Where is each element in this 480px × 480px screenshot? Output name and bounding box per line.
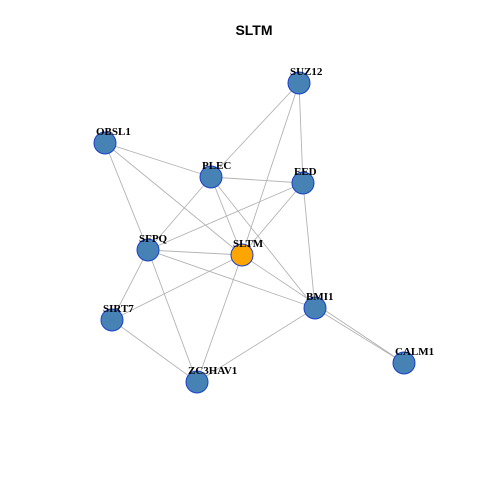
node-circle-calm1[interactable] [392, 351, 416, 375]
edge-eed-sfpq [147, 182, 304, 251]
edge-obsl1-sfpq [104, 142, 149, 251]
node-circle-zc3hav1[interactable] [185, 370, 209, 394]
edge-eed-sltm [241, 182, 304, 256]
node-label-calm1: CALM1 [395, 346, 434, 358]
node-label-eed: EED [294, 166, 317, 178]
node-eed[interactable]: EED [291, 166, 317, 195]
graph-title: SLTM [235, 22, 272, 38]
node-label-obsl1: OBSL1 [96, 126, 131, 138]
edge-plec-eed [210, 176, 304, 184]
edge-suz12-sltm [241, 82, 300, 256]
edge-sltm-sirt7 [111, 254, 243, 321]
node-plec[interactable]: PLEC [199, 160, 231, 189]
node-label-zc3hav1: ZC3HAV1 [188, 365, 237, 377]
node-circle-plec[interactable] [199, 165, 223, 189]
edge-sltm-zc3hav1 [196, 254, 243, 383]
node-circle-bmi1[interactable] [303, 296, 327, 320]
edge-sfpq-zc3hav1 [147, 249, 198, 383]
edge-eed-bmi1 [302, 182, 316, 309]
node-label-bmi1: BMI1 [306, 291, 334, 303]
node-sfpq[interactable]: SFPQ [136, 233, 168, 262]
edge-bmi1-calm1 [314, 307, 405, 364]
edge-sfpq-sltm [147, 249, 243, 256]
node-circle-sfpq[interactable] [136, 238, 160, 262]
node-circle-sirt7[interactable] [100, 308, 124, 332]
node-circle-suz12[interactable] [287, 71, 311, 95]
edge-sirt7-zc3hav1 [111, 319, 198, 383]
edge-bmi1-zc3hav1 [196, 307, 316, 383]
node-label-sltm: SLTM [233, 238, 264, 250]
node-zc3hav1[interactable]: ZC3HAV1 [185, 365, 237, 394]
edge-plec-sfpq [147, 176, 212, 251]
node-suz12[interactable]: SUZ12 [287, 66, 323, 95]
edge-sfpq-sirt7 [111, 249, 149, 321]
edges-layer [104, 82, 405, 383]
edge-sfpq-bmi1 [147, 249, 316, 309]
node-circle-sltm[interactable] [230, 243, 254, 267]
node-label-suz12: SUZ12 [290, 66, 323, 78]
edge-suz12-plec [210, 82, 300, 178]
edge-obsl1-plec [104, 142, 212, 178]
node-circle-obsl1[interactable] [93, 131, 117, 155]
node-label-sfpq: SFPQ [139, 233, 168, 245]
node-label-sirt7: SIRT7 [103, 303, 134, 315]
edge-obsl1-sltm [104, 142, 243, 256]
edge-suz12-eed [298, 82, 304, 184]
node-circle-eed[interactable] [291, 171, 315, 195]
edge-plec-bmi1 [210, 176, 316, 309]
node-sirt7[interactable]: SIRT7 [100, 303, 134, 332]
node-calm1[interactable]: CALM1 [392, 346, 434, 375]
node-sltm[interactable]: SLTM [230, 238, 264, 267]
node-bmi1[interactable]: BMI1 [303, 291, 334, 320]
node-obsl1[interactable]: OBSL1 [93, 126, 131, 155]
node-label-plec: PLEC [202, 160, 231, 172]
